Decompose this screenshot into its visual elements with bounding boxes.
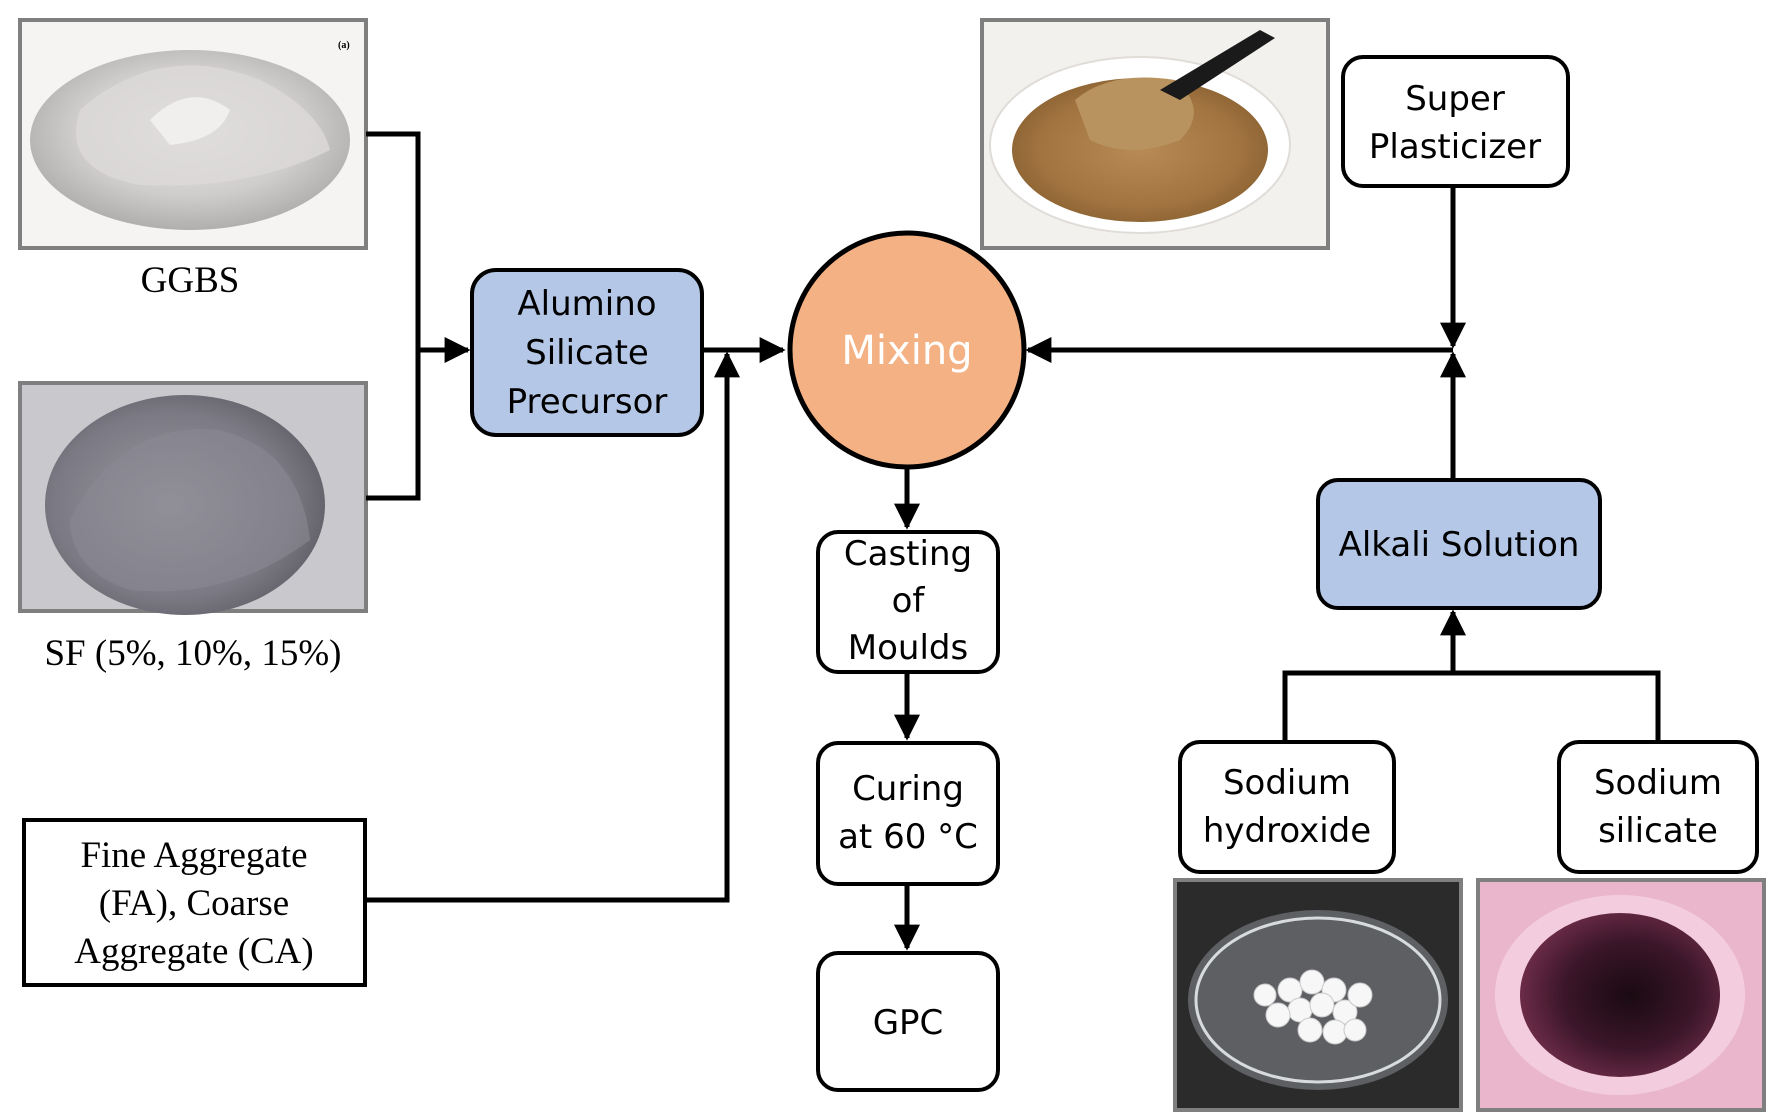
curing-line-1: Curing xyxy=(852,769,964,809)
alkali-solution-box: Alkali Solution xyxy=(1316,478,1602,610)
precursor-line-3: Precursor xyxy=(507,382,668,422)
superplasticizer-line-2: Plasticizer xyxy=(1369,127,1541,167)
sodium-bracket-line xyxy=(1282,670,1661,740)
ggbs-photo-tag: (a) xyxy=(338,40,350,51)
precursor-line-1: Alumino xyxy=(517,284,656,324)
sodium-silicate-photo xyxy=(1476,878,1766,1112)
sodium-silicate-box: Sodium silicate xyxy=(1557,740,1759,874)
ggbs-label: GGBS xyxy=(141,260,240,301)
casting-line-3: Moulds xyxy=(848,628,968,668)
sodium-hydroxide-line-1: Sodium xyxy=(1223,763,1351,803)
arrow-aggregate-to-mix-line xyxy=(365,351,740,903)
aggregate-box: Fine Aggregate (FA), Coarse Aggregate (C… xyxy=(22,818,367,987)
connectors xyxy=(365,131,1661,951)
powder-bowl-photo xyxy=(980,18,1330,250)
superplasticizer-line-1: Super xyxy=(1405,79,1505,119)
sodium-hydroxide-line-2: hydroxide xyxy=(1203,811,1371,851)
sodium-silicate-line-2: silicate xyxy=(1598,811,1718,851)
aggregate-line-3: Aggregate (CA) xyxy=(74,931,313,972)
gpc-box: GPC xyxy=(816,951,1000,1092)
curing-box: Curing at 60 °C xyxy=(816,741,1000,886)
superplasticizer-box: Super Plasticizer xyxy=(1341,55,1570,188)
casting-line-2: of xyxy=(892,581,926,621)
sf-label: SF (5%, 10%, 15%) xyxy=(44,633,341,674)
precursor-line-2: Silicate xyxy=(525,333,649,373)
sodium-silicate-line-1: Sodium xyxy=(1594,763,1722,803)
sodium-hydroxide-photo xyxy=(1173,878,1463,1112)
curing-line-2: at 60 °C xyxy=(838,817,978,857)
casting-box: Casting of Moulds xyxy=(816,530,1000,674)
precursor-box: Alumino Silicate Precursor xyxy=(470,268,704,437)
aggregate-line-2: (FA), Coarse xyxy=(99,883,289,924)
materials-bracket-line xyxy=(366,131,421,501)
ggbs-photo: (a) xyxy=(18,18,368,250)
mixing-label: Mixing xyxy=(841,328,972,374)
alkali-solution-label: Alkali Solution xyxy=(1339,525,1580,565)
sodium-hydroxide-box: Sodium hydroxide xyxy=(1178,740,1396,874)
sf-photo xyxy=(18,381,368,615)
gpc-label: GPC xyxy=(873,1003,944,1043)
casting-line-1: Casting xyxy=(844,534,972,574)
mixing-node: Mixing xyxy=(787,230,1027,470)
aggregate-line-1: Fine Aggregate xyxy=(80,835,307,876)
